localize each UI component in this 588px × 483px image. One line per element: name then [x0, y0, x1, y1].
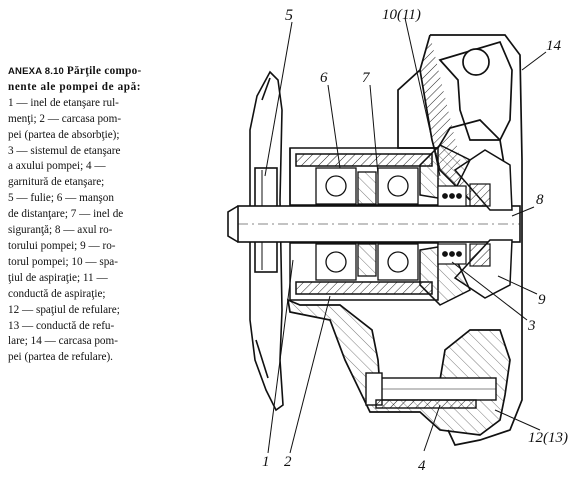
- callout-12-13: 12(13): [528, 430, 568, 446]
- figure-caption: ANEXA 8.10 Părţile compo- nente ale pomp…: [8, 64, 205, 366]
- caption-line: 5 — fulie; 6 — manşon: [8, 192, 114, 205]
- caption-line: menţi; 2 — carcasa pom-: [8, 112, 122, 125]
- annex-label: ANEXA 8.10: [8, 66, 65, 77]
- caption-line: conductă de aspiraţie;: [8, 287, 106, 300]
- callout-1: 1: [262, 454, 270, 470]
- pump-shaft: [227, 205, 521, 243]
- caption-line: 12 — spaţiul de refulare;: [8, 303, 120, 316]
- callout-3: 3: [527, 318, 536, 334]
- pump-section-svg: 5 6 7 10(11) 14 8 9 3 12(13) 4 1 2: [227, 7, 568, 474]
- callout-7: 7: [362, 70, 371, 86]
- caption-line: siguranţă; 8 — axul ro-: [8, 224, 113, 237]
- bearings: [315, 167, 419, 281]
- caption-line: 13 — conductă de refu-: [8, 319, 115, 332]
- callout-10-11: 10(11): [382, 7, 421, 23]
- caption-line: torul pompei; 10 — spa-: [8, 255, 118, 268]
- caption-title-line2: nente ale pompei de apă:: [8, 80, 142, 93]
- caption-line: ţiul de aspiraţie; 11 —: [8, 271, 108, 284]
- caption-line: a axului pompei; 4 —: [8, 160, 106, 173]
- housing-bolt: [365, 372, 497, 409]
- callout-4: 4: [418, 458, 426, 474]
- caption-line: de distanţare; 7 — inel de: [8, 208, 124, 221]
- water-pump-drawing: 5 6 7 10(11) 14 8 9 3 12(13) 4 1 2: [205, 0, 588, 483]
- caption-line: torului pompei; 9 — ro-: [8, 239, 116, 252]
- caption-line: 1 — inel de etanşare rul-: [8, 96, 119, 109]
- callout-5: 5: [285, 7, 293, 24]
- caption-heading: ANEXA 8.10 Părţile compo-: [8, 64, 205, 80]
- caption-line: garnitură de etanşare;: [8, 176, 105, 189]
- caption-line: pei (partea de absorbţie);: [8, 128, 120, 141]
- callout-9: 9: [538, 292, 546, 308]
- callout-8: 8: [536, 192, 544, 208]
- caption-title-line1: Părţile compo-: [66, 65, 142, 77]
- impeller: [419, 144, 513, 306]
- caption-line: pei (partea de refulare).: [8, 351, 113, 364]
- caption-line: lare; 14 — carcasa pom-: [8, 335, 118, 348]
- callout-6: 6: [320, 70, 328, 86]
- shaft-seal: [437, 183, 491, 267]
- caption-line: 3 — sistemul de etanşare: [8, 144, 121, 157]
- callout-14: 14: [546, 38, 562, 54]
- callout-2: 2: [284, 454, 292, 470]
- leader-lines: [264, 17, 547, 454]
